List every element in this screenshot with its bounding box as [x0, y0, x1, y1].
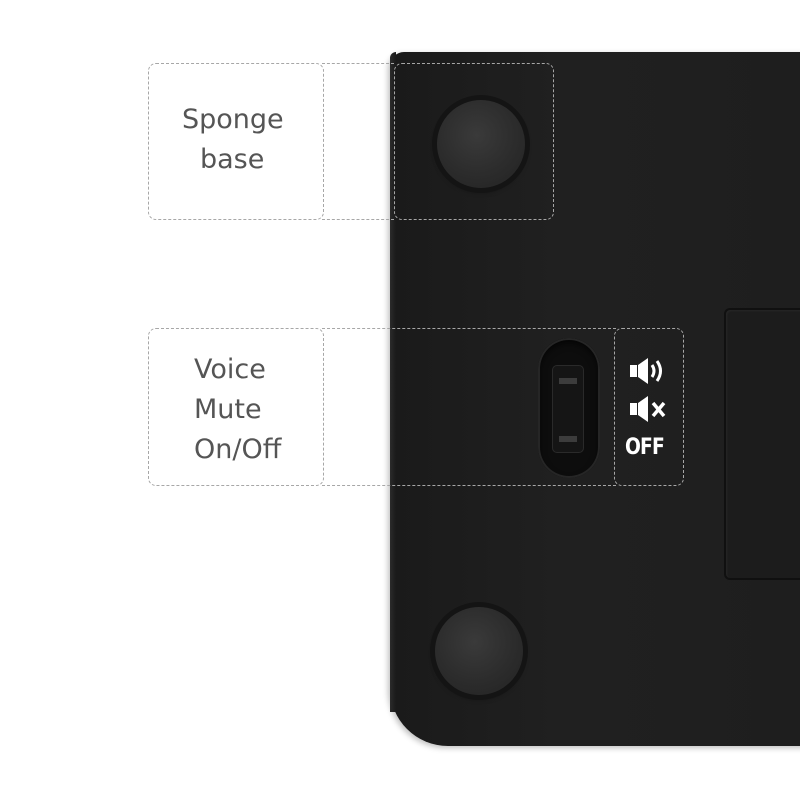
sponge-foot-top — [437, 100, 525, 188]
voice-mute-callout-box — [148, 328, 324, 486]
off-label: OFF — [625, 435, 665, 460]
sponge-base-label: Sponge base — [182, 100, 284, 180]
switch-notch — [559, 378, 577, 384]
voice-mute-guide — [322, 328, 616, 486]
sponge-label-line: Sponge — [182, 104, 284, 135]
voice-mute-highlight — [614, 328, 684, 486]
sponge-label-line: base — [200, 144, 265, 175]
device-edge — [390, 52, 396, 712]
switch-mode-icons: OFF — [620, 350, 676, 470]
sponge-foot-bottom — [435, 607, 523, 695]
sponge-base-callout-box — [148, 63, 324, 220]
sponge-base-highlight — [394, 63, 554, 220]
sponge-base-guide — [322, 63, 394, 220]
voice-mute-label: Voice Mute On/Off — [194, 350, 281, 470]
speaker-on-icon — [630, 358, 662, 384]
voice-label-line: On/Off — [194, 434, 282, 465]
voice-label-line: Mute — [194, 394, 262, 425]
speaker-mute-icon — [630, 396, 666, 422]
switch-notch — [559, 436, 577, 442]
battery-compartment — [724, 308, 800, 580]
voice-label-line: Voice — [194, 354, 266, 385]
